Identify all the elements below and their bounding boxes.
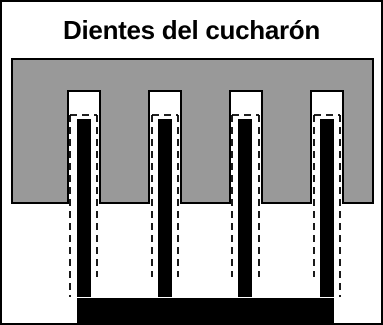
teeth-comb [77, 119, 334, 323]
tooth-4 [320, 119, 334, 297]
tooth-1 [77, 119, 91, 297]
bucket-teeth-diagram [11, 58, 374, 323]
teeth-base-bar [77, 298, 334, 323]
tooth-2 [158, 119, 172, 297]
diagram-title: Dientes del cucharón [63, 15, 320, 45]
dashed-guides [69, 114, 341, 297]
tooth-3 [238, 119, 252, 297]
